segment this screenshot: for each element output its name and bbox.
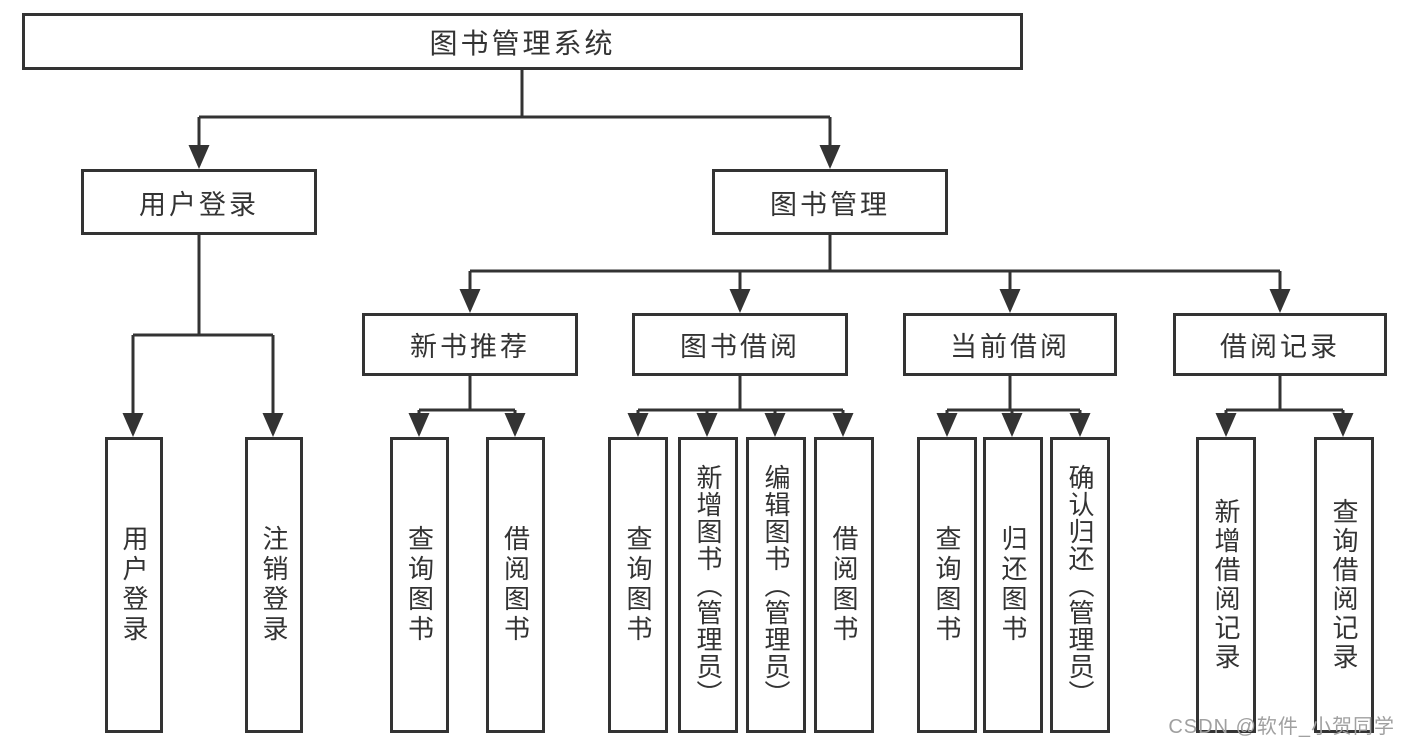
node-current-borrow-label: 当前借阅 xyxy=(950,332,1070,362)
leaf-current-return-books-label: 归还图书 xyxy=(998,525,1028,645)
node-user-login: 用户登录 xyxy=(81,169,317,235)
leaf-records-add-record-label: 新增借阅记录 xyxy=(1211,498,1241,672)
node-borrow-records: 借阅记录 xyxy=(1173,313,1387,376)
leaf-logout-label: 注销登录 xyxy=(259,525,289,645)
leaf-borrow-add-books-admin: 新增图书（管理员） xyxy=(678,437,738,733)
node-new-book-recommend-label: 新书推荐 xyxy=(410,332,530,362)
node-current-borrow: 当前借阅 xyxy=(903,313,1117,376)
leaf-logout: 注销登录 xyxy=(245,437,303,733)
leaf-borrow-borrow-books-label: 借阅图书 xyxy=(829,525,859,645)
leaf-borrow-query-books: 查询图书 xyxy=(608,437,668,733)
node-borrow-records-label: 借阅记录 xyxy=(1220,332,1340,362)
node-book-borrow: 图书借阅 xyxy=(632,313,848,376)
leaf-newbook-borrow-books: 借阅图书 xyxy=(486,437,545,733)
leaf-user-login: 用户登录 xyxy=(105,437,163,733)
leaf-records-query-record-label: 查询借阅记录 xyxy=(1329,498,1359,672)
leaf-records-query-record: 查询借阅记录 xyxy=(1314,437,1374,733)
node-new-book-recommend: 新书推荐 xyxy=(362,313,578,376)
leaf-borrow-edit-books-admin: 编辑图书（管理员） xyxy=(746,437,806,733)
node-root: 图书管理系统 xyxy=(22,13,1023,70)
watermark-text: CSDN @软件_小贺同学 xyxy=(1168,716,1395,738)
node-book-management: 图书管理 xyxy=(712,169,948,235)
leaf-current-return-books: 归还图书 xyxy=(983,437,1043,733)
node-book-borrow-label: 图书借阅 xyxy=(680,332,800,362)
leaf-records-add-record: 新增借阅记录 xyxy=(1196,437,1256,733)
leaf-newbook-query-books-label: 查询图书 xyxy=(404,525,435,645)
leaf-borrow-add-books-admin-label: 新增图书（管理员） xyxy=(693,463,723,707)
leaf-borrow-borrow-books: 借阅图书 xyxy=(814,437,874,733)
leaf-borrow-edit-books-admin-label: 编辑图书（管理员） xyxy=(761,463,791,707)
leaf-current-confirm-return-admin-label: 确认归还（管理员） xyxy=(1065,463,1095,707)
node-book-management-label: 图书管理 xyxy=(770,189,890,220)
leaf-current-query-books: 查询图书 xyxy=(917,437,977,733)
leaf-newbook-query-books: 查询图书 xyxy=(390,437,449,733)
leaf-borrow-query-books-label: 查询图书 xyxy=(623,525,653,645)
leaf-user-login-label: 用户登录 xyxy=(119,525,149,645)
leaf-newbook-borrow-books-label: 借阅图书 xyxy=(500,525,531,645)
node-user-login-label: 用户登录 xyxy=(139,189,259,220)
leaf-current-confirm-return-admin: 确认归还（管理员） xyxy=(1050,437,1110,733)
leaf-current-query-books-label: 查询图书 xyxy=(932,525,962,645)
node-root-label: 图书管理系统 xyxy=(429,27,616,59)
